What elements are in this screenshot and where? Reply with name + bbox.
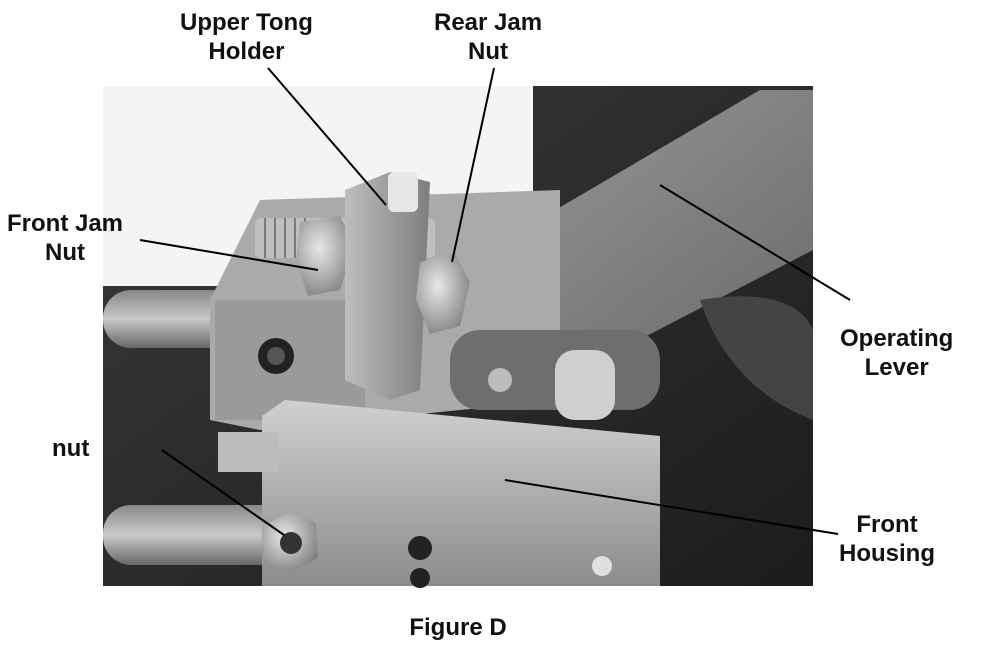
rear-jam-nut-shape (416, 254, 470, 334)
leader-front-housing (504, 479, 839, 535)
lower-tube (103, 505, 293, 565)
front-housing-shape (262, 400, 660, 586)
callout-nut: nut (52, 435, 90, 462)
front-jam-nut-shape (296, 216, 354, 296)
leader-front-jam-nut (139, 239, 319, 271)
figure-caption: Figure D (409, 614, 507, 641)
leader-lines (139, 67, 851, 536)
upper-tong-holder-shape (345, 172, 430, 400)
callout-front-jam-nut: Front Jam Nut (7, 210, 124, 266)
leader-upper-tong-holder (267, 67, 387, 206)
callout-upper-tong-holder: Upper Tong Holder (180, 9, 313, 65)
leader-nut (161, 449, 285, 536)
photo-area (103, 86, 813, 588)
callout-front-housing: Front Housing (839, 511, 935, 567)
callout-operating-lever: Operating Lever (840, 325, 954, 381)
callout-rear-jam-nut: Rear Jam Nut (434, 9, 543, 65)
leader-rear-jam-nut (451, 67, 495, 263)
leader-operating-lever (659, 184, 851, 301)
